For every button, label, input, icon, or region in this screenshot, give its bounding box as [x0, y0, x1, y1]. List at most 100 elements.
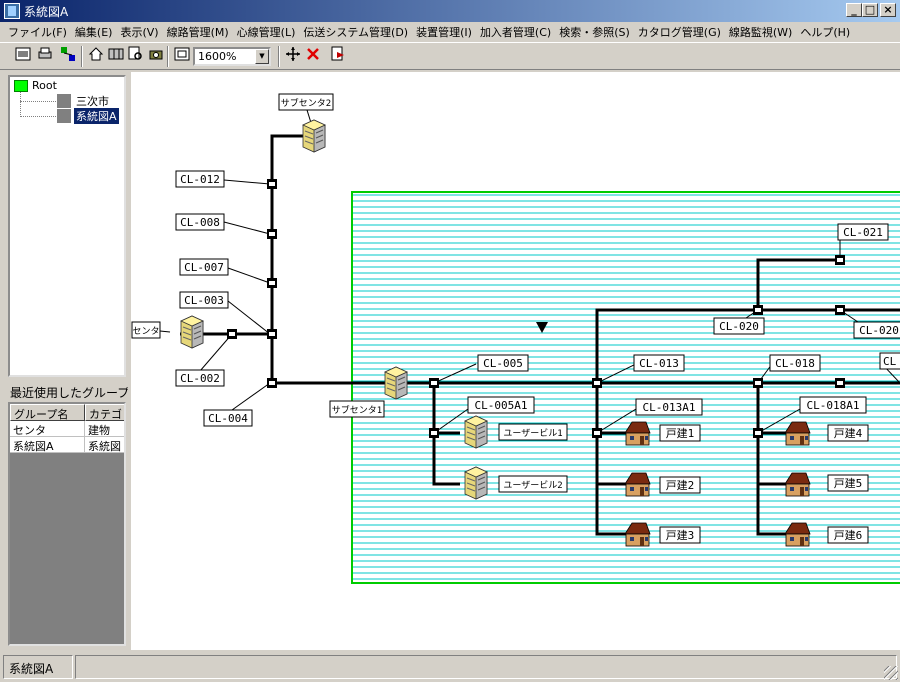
cable-node[interactable] [267, 229, 277, 239]
building-label-text: サブセンタ1 [332, 404, 382, 416]
map-icon[interactable] [106, 46, 126, 66]
cable-node[interactable] [227, 329, 237, 339]
service-area[interactable] [351, 191, 900, 584]
cable-label: CL-002 [175, 369, 225, 387]
cable-label-text: CL-018A1 [807, 399, 860, 412]
toolbar-separator [81, 46, 83, 67]
camera-icon[interactable] [146, 46, 166, 66]
resize-grip-icon[interactable] [884, 666, 898, 680]
tree-item-miyoshi[interactable]: 三次市 [76, 95, 109, 108]
layout-icon[interactable] [58, 46, 78, 66]
cable-node[interactable] [835, 378, 845, 388]
menu-help[interactable]: ヘルプ(H) [800, 26, 851, 39]
house-label-text: 戸建2 [666, 478, 695, 492]
menu-catalog[interactable]: カタログ管理(G) [637, 26, 721, 39]
app-icon [4, 3, 20, 19]
building-labels[interactable]: サブセンタ2 センタ サブセンタ1 ユーザービル1 ユーザービル2 [131, 93, 568, 493]
cable-node[interactable] [835, 255, 845, 265]
menu-line-management[interactable]: 線路管理(M) [166, 26, 229, 39]
print-icon[interactable] [35, 46, 55, 66]
recent-header: グループ名 カテゴリ [10, 404, 124, 421]
category-cell: 建物 [85, 421, 124, 437]
root-folder-icon [14, 80, 28, 92]
menu-transmission-system[interactable]: 伝送システム管理(D) [303, 26, 409, 39]
building-icon[interactable] [180, 315, 204, 349]
house-labels[interactable]: 戸建1 戸建2 戸建3 戸建4 戸建5 戸建6 [659, 424, 869, 544]
cable-label: CL-020 [713, 317, 765, 335]
menu-view[interactable]: 表示(V) [120, 26, 159, 39]
building-label: サブセンタ1 [329, 400, 385, 418]
cable-label-text: CL-013 [639, 357, 679, 370]
cable-label-text: CL-004 [208, 412, 248, 425]
menu-file[interactable]: ファイル(F) [8, 26, 67, 39]
cable-label: CL-005A1 [467, 396, 535, 414]
cable-labels[interactable]: CL-012 CL-008 CL-007 CL-003 CL-002 CL-00… [175, 170, 900, 427]
cable-node[interactable] [753, 305, 763, 315]
diagram-canvas[interactable]: CL-012 CL-008 CL-007 CL-003 CL-002 CL-00… [131, 72, 900, 650]
building-label: ユーザービル1 [498, 423, 568, 441]
folder-icon [57, 109, 71, 123]
export-icon[interactable] [328, 46, 348, 66]
building-icon[interactable] [464, 466, 488, 500]
house-label: 戸建3 [659, 526, 701, 544]
house-label-text: 戸建3 [666, 528, 695, 542]
menu-core-management[interactable]: 心線管理(L) [236, 26, 296, 39]
cable-node[interactable] [592, 428, 602, 438]
building-label: ユーザービル2 [498, 475, 568, 493]
group-name-cell: 系統図A [10, 437, 85, 453]
building-icon[interactable] [302, 119, 326, 153]
menu-edit[interactable]: 編集(E) [74, 26, 113, 39]
building-icon[interactable] [384, 366, 408, 400]
cable-label-text: CL-021 [843, 226, 883, 239]
cable-label: CL-018 [769, 354, 821, 372]
building-icon[interactable] [464, 415, 488, 449]
cable-label: CL-018A1 [799, 396, 867, 414]
cable-node[interactable] [267, 329, 277, 339]
view-icon[interactable] [13, 46, 33, 66]
house-label: 戸建1 [659, 424, 701, 442]
category-cell: 系統図 [85, 437, 124, 453]
fit-icon[interactable] [172, 46, 192, 66]
cable-node[interactable] [835, 305, 845, 315]
table-row[interactable]: センタ 建物 [10, 421, 124, 437]
tree-panel: Root 三次市 系統図A [8, 75, 126, 377]
cable-node[interactable] [753, 378, 763, 388]
close-button[interactable]: × [880, 3, 896, 17]
cable-node[interactable] [429, 428, 439, 438]
table-row[interactable]: 系統図A 系統図 [10, 437, 124, 453]
cable-label: CL-007 [179, 258, 229, 276]
chevron-down-icon[interactable]: ▼ [255, 49, 269, 64]
tree-root[interactable]: Root [32, 79, 57, 92]
tree-connector [20, 92, 21, 117]
cable-node[interactable] [267, 378, 277, 388]
home-icon[interactable] [86, 46, 106, 66]
menu-line-monitor[interactable]: 線路監視(W) [728, 26, 793, 39]
cable-node[interactable] [753, 428, 763, 438]
window-title: 系統図A [24, 5, 69, 19]
cable-label-text: CL-003 [184, 294, 224, 307]
folder-icon [57, 94, 71, 108]
move-icon[interactable] [283, 46, 303, 66]
column-header-category[interactable]: カテゴリ [85, 404, 124, 421]
minimize-button[interactable]: _ [846, 3, 862, 17]
maximize-button[interactable]: □ [862, 3, 878, 17]
cable-label: CL-003 [179, 291, 229, 309]
cable-label: CL-013 [633, 354, 685, 372]
cable-node[interactable] [267, 278, 277, 288]
menu-equipment[interactable]: 装置管理(I) [416, 26, 472, 39]
toolbar-separator [167, 46, 169, 67]
building-label-text: サブセンタ2 [281, 97, 331, 109]
column-header-group-name[interactable]: グループ名 [10, 404, 85, 421]
cable-label: CL-013A1 [635, 398, 703, 416]
menu-subscriber[interactable]: 加入者管理(C) [479, 26, 552, 39]
menu-search[interactable]: 検索・参照(S) [559, 26, 630, 39]
cable-label-text: CL-020 [719, 320, 759, 333]
delete-icon[interactable] [303, 46, 323, 66]
cable-node[interactable] [267, 179, 277, 189]
cable-node[interactable] [429, 378, 439, 388]
tree-item-diagram-a[interactable]: 系統図A [74, 108, 119, 124]
house-label: 戸建2 [659, 476, 701, 494]
cable-node[interactable] [592, 378, 602, 388]
zoom-select[interactable]: 1600% ▼ [193, 47, 271, 66]
search-icon[interactable] [126, 46, 146, 66]
